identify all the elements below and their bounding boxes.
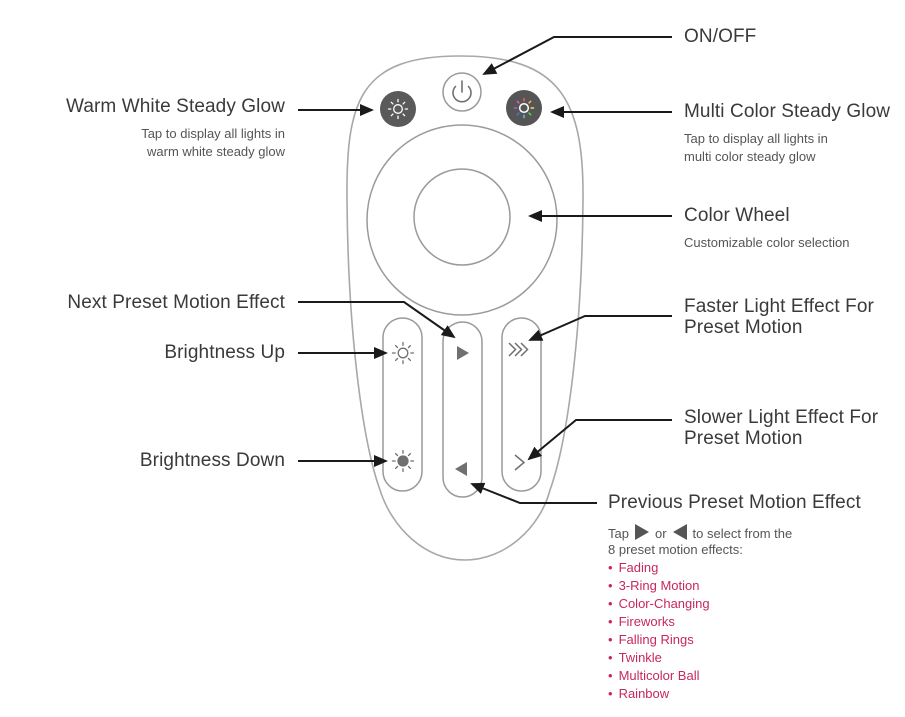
- effect-item: 3-Ring Motion: [608, 577, 710, 595]
- label-previous-preset: Previous Preset Motion Effect: [608, 492, 861, 513]
- previous-preset-button[interactable]: [455, 462, 467, 476]
- multi-color-desc-line-1: Tap to display all lights in: [684, 131, 828, 146]
- sun-filled-icon: [391, 449, 415, 473]
- faster-line-2: Preset Motion: [684, 317, 803, 338]
- or-word: or: [654, 526, 667, 541]
- preset-intro-line-2: 8 preset motion effects:: [608, 542, 743, 557]
- preset-column: [442, 321, 483, 498]
- slower-line-1: Slower Light Effect For: [684, 407, 879, 428]
- play-left-icon: [455, 462, 467, 476]
- slower-line-2: Preset Motion: [684, 428, 803, 449]
- to-select-text: to select from the: [692, 526, 793, 541]
- tap-word: Tap: [608, 526, 629, 541]
- sun-outline-icon: [391, 341, 415, 365]
- effect-item: Fading: [608, 559, 710, 577]
- effect-item: Color-Changing: [608, 595, 710, 613]
- sun-outline-icon: [387, 98, 409, 120]
- callout-arrows: [298, 36, 672, 504]
- brightness-column: [382, 317, 423, 492]
- warm-white-button[interactable]: [380, 91, 416, 127]
- effect-item: Falling Rings: [608, 631, 710, 649]
- label-warm-white-desc: Tap to display all lights in warm white …: [141, 125, 285, 161]
- label-warm-white-title: Warm White Steady Glow: [66, 96, 285, 117]
- brightness-up-button[interactable]: [391, 341, 415, 365]
- warm-white-desc-line-2: warm white steady glow: [147, 144, 285, 159]
- effect-item: Rainbow: [608, 685, 710, 703]
- preset-instructions: Tap or to select from the: [608, 524, 792, 541]
- play-left-icon: [672, 524, 687, 540]
- faster-line-1: Faster Light Effect For: [684, 296, 874, 317]
- next-preset-button[interactable]: [457, 346, 469, 360]
- effect-item: Fireworks: [608, 613, 710, 631]
- label-next-preset: Next Preset Motion Effect: [67, 292, 285, 313]
- color-sun-icon: [513, 97, 535, 119]
- label-brightness-down: Brightness Down: [139, 450, 285, 471]
- label-color-wheel-title: Color Wheel: [684, 205, 790, 226]
- preset-effects-list: Fading 3-Ring Motion Color-Changing Fire…: [608, 559, 710, 703]
- chevron-right-icon: [514, 454, 526, 471]
- color-wheel-center[interactable]: [413, 168, 511, 266]
- power-icon: [452, 80, 472, 103]
- warm-white-desc-line-1: Tap to display all lights in: [141, 126, 285, 141]
- faster-button[interactable]: [508, 342, 529, 357]
- multi-color-desc-line-2: multi color steady glow: [684, 149, 816, 164]
- effect-item: Twinkle: [608, 649, 710, 667]
- label-multi-color-title: Multi Color Steady Glow: [684, 101, 891, 122]
- label-on-off: ON/OFF: [684, 26, 757, 47]
- label-slower: Slower Light Effect For Preset Motion: [684, 407, 878, 449]
- effect-item: Multicolor Ball: [608, 667, 710, 685]
- label-brightness-up: Brightness Up: [164, 342, 285, 363]
- brightness-down-button[interactable]: [391, 449, 415, 473]
- triple-chevron-right-icon: [508, 342, 529, 357]
- label-faster: Faster Light Effect For Preset Motion: [684, 296, 874, 338]
- play-right-icon: [457, 346, 469, 360]
- multi-color-button[interactable]: [506, 90, 542, 126]
- play-right-icon: [634, 524, 649, 540]
- power-button[interactable]: [442, 72, 482, 112]
- color-wheel[interactable]: [366, 124, 558, 316]
- label-multi-color-desc: Tap to display all lights in multi color…: [684, 130, 828, 166]
- label-color-wheel-desc: Customizable color selection: [684, 235, 850, 250]
- slower-button[interactable]: [514, 454, 526, 471]
